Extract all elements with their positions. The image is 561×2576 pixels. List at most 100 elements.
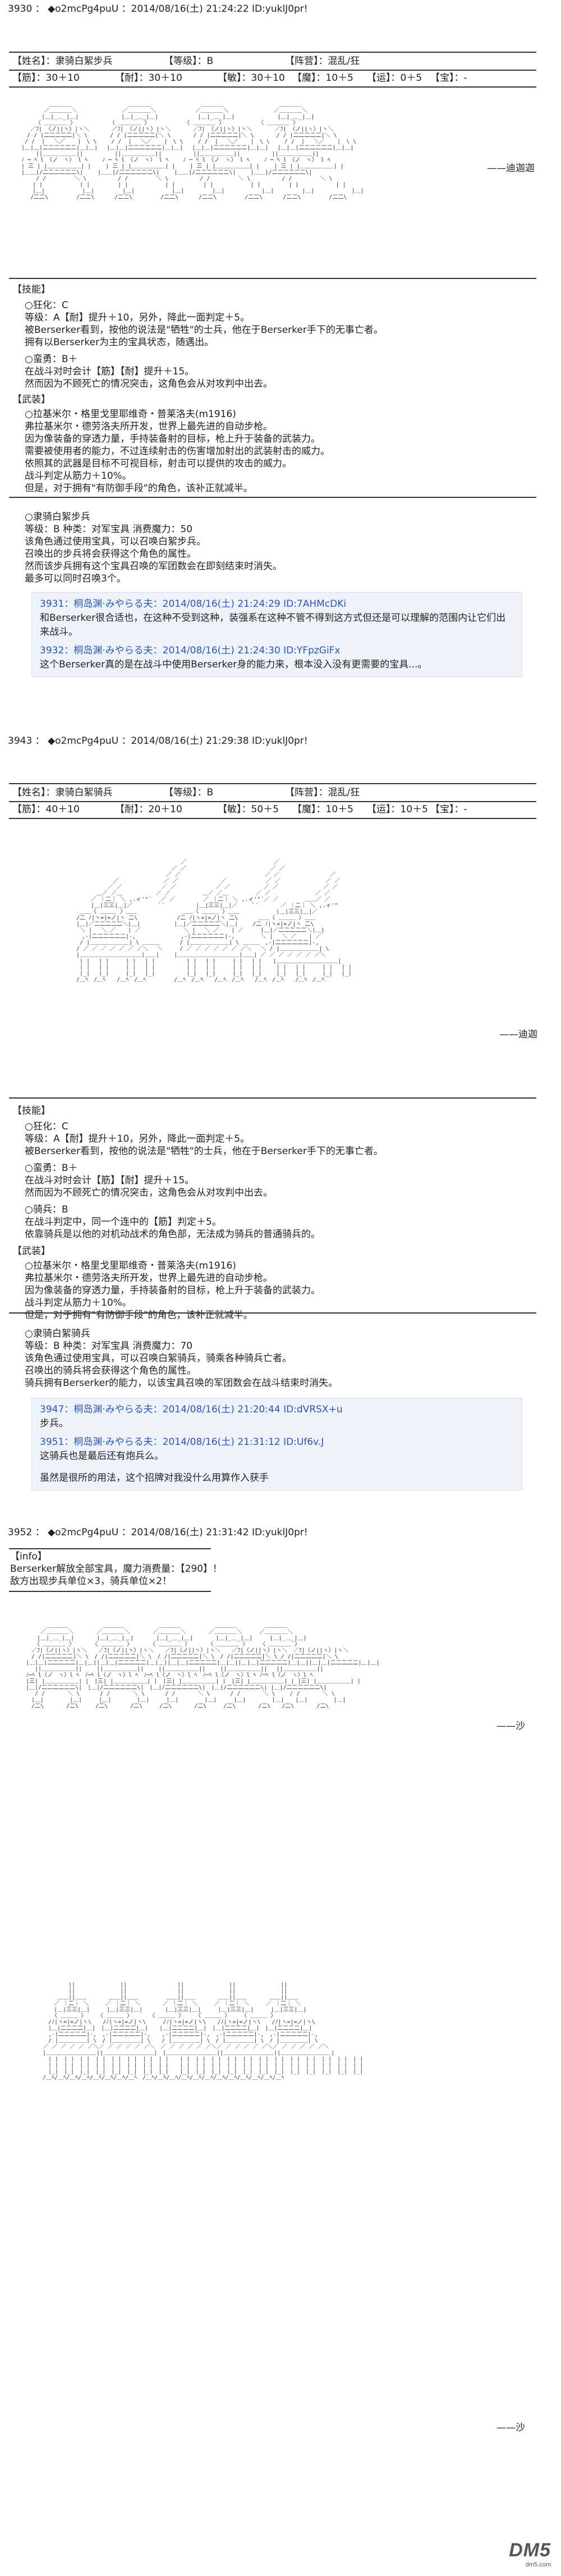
info-rule <box>9 1591 211 1592</box>
status-rule <box>9 70 536 71</box>
stats-row: 【筋】：40＋10 【耐】：20＋10 【敏】：50＋5 【魔】：10＋5 【运… <box>10 803 470 816</box>
reply-meta[interactable]: 3932：桐岛渊·みやらる夫：2014/08/16(土) 21:24:30 ID… <box>40 645 341 656</box>
np-line: 该角色通过使用宝具，可以召唤白絮骑兵，骑乘各种骑兵亡者。 <box>25 1353 292 1364</box>
watermark-text: DM5 <box>509 2540 551 2561</box>
stat-end: 【耐】：30＋10 <box>115 72 182 84</box>
status-rule <box>9 86 536 88</box>
stat-np: 【宝】：- <box>430 804 467 815</box>
np-line: 等级：B 种类：对军宝具 消费魔力：70 <box>25 1340 193 1352</box>
np2-section: ○隶骑白絮步兵 等级：B 种类：对军宝具 消费魔力：50 该角色通过使用宝具，可… <box>12 511 528 585</box>
np-line: 该角色通过使用宝具，可以召唤白絮步兵。 <box>25 536 206 547</box>
quoted-replies: 3931：桐岛渊·みやらる夫：2014/08/16(土) 21:24:29 ID… <box>31 592 522 677</box>
ascii-art-army-cavalry: || || || || || || || || || || ＿＿||＿＿ ＿＿|… <box>43 1982 364 2081</box>
skill-item: ○蛮勇：B＋ 在战斗对时会计【筋】【耐】提升＋15。 然而因为不顾死亡的情况突击… <box>12 1162 528 1199</box>
skill-name: ○狂化：C <box>25 300 68 311</box>
skill-line: 然而因为不顾死亡的情况突击，这角色会从对攻判中出去。 <box>25 378 273 390</box>
status-rank: 【等级】：B <box>164 56 214 67</box>
skill-line: 依靠骑兵是以他的对机动战术的角色部，无法成为骑兵的普通骑兵的。 <box>25 1229 320 1240</box>
np-item: ○拉基米尔・格里戈里耶维奇・普莱洛夫(m1916) 弗拉基米尔・德劳洛夫所开发，… <box>12 1260 528 1321</box>
skill-item: ○狂化：C 等级：A【耐】提升＋10，另外，降此一面判定＋5。 被Berserk… <box>12 299 528 349</box>
skill-line: 被Berserker看到，按他的说法是"牺牲"的士兵，他在于Berserker手… <box>25 1146 383 1157</box>
status-rule <box>9 818 536 819</box>
info-rule <box>9 1548 211 1549</box>
quoted-replies: 3947：桐岛渊·みやらる夫：2014/08/16(土) 21:20:44 ID… <box>31 1398 522 1490</box>
ascii-art-infantry: ＿＿＿＿ ＿＿＿＿ ＿＿＿＿ ＿＿＿＿ ／＿＿＿＿＼ ／＿＿＿＿＼ ／＿＿＿＿＼… <box>21 102 364 200</box>
reply-text: 虽然是很所的用法，这个招牌对我没什么用算作入获手 <box>40 1472 269 1484</box>
stat-luck: 【运】：0＋5 <box>367 72 422 84</box>
post-header: 3952 ： ◆o2mcPg4puU ：2014/08/16(土) 21:31:… <box>8 1527 308 1538</box>
skill-name: ○蛮勇：B＋ <box>25 354 78 365</box>
np-line: 因为像装备的穿透力量，手持装备射的目标，枪上升于装备的武装力。 <box>25 1285 320 1296</box>
reply-text: 步兵。 <box>40 1418 68 1429</box>
np-line: 战斗判定从筋力＋10%。 <box>25 470 132 482</box>
skill-line: 然而因为不顾死亡的情况突击，这角色会从对攻判中出去。 <box>25 1187 273 1198</box>
stat-mag: 【魔】：10＋5 <box>292 72 353 84</box>
skill-name: ○蛮勇：B＋ <box>25 1163 78 1174</box>
skill-line: 在战斗对时会计【筋】【耐】提升＋15。 <box>25 1175 195 1186</box>
np-line: 最多可以同时召唤3个。 <box>25 573 126 584</box>
skill-line: 等级：A【耐】提升＋10，另外，降此一面判定＋5。 <box>25 1133 250 1145</box>
skill-line: 在战斗判定中，同一个连中的【筋】判定＋5。 <box>25 1216 222 1228</box>
reply-meta[interactable]: 3947：桐岛渊·みやらる夫：2014/08/16(土) 21:20:44 ID… <box>40 1404 343 1415</box>
status-alignment: 【阵营】：混乱/狂 <box>285 787 360 798</box>
info-box: 【info】 Berserker解放全部宝具，魔力消费量：【290】！ 敌方出现… <box>10 1550 515 1587</box>
reply-meta[interactable]: 3931：桐岛渊·みやらる夫：2014/08/16(土) 21:24:29 ID… <box>40 598 347 610</box>
divider <box>9 497 536 498</box>
np-line: 依照其的武器是目标不可视目标，射击可以提供的攻击的威力。 <box>25 458 292 469</box>
np-line: 骑兵拥有Berserker的能力，以该宝具召唤的军团数会在战斗结束时消失。 <box>25 1378 338 1389</box>
np-line: 召唤出的骑兵将会获得这个角色的属性。 <box>25 1365 196 1376</box>
info-line: Berserker解放全部宝具，魔力消费量：【290】！ <box>10 1563 223 1575</box>
status-row: 【姓名】：隶骑白絮骑兵 【等级】：B 【阵营】：混乱/狂 <box>10 786 362 799</box>
np-line: 需要被使用者的能力，不过连续射击的伤害增加射出的武装射击的威力。 <box>25 446 330 457</box>
status-rule <box>9 801 536 802</box>
sfx-label: ——迪迦迦 <box>487 163 535 174</box>
np-line: 弗拉基米尔・德劳洛夫所开发，世界上最先进的自动步枪。 <box>25 1273 273 1284</box>
ascii-art-army-infantry: ＿＿＿＿ ＿＿＿＿ ＿＿＿＿ ＿＿＿＿ ＿＿＿＿ ／＿＿＿＿＼ ／＿＿＿＿＼ ／… <box>26 1623 380 1709</box>
skill-line: 被Berserker看到，按他的说法是"牺牲"的士兵，他在于Berserker手… <box>25 324 383 336</box>
divider <box>9 1312 536 1314</box>
watermark-sub: dm5.com <box>525 2561 551 2568</box>
section-title: 【技能】 <box>12 284 50 295</box>
stat-agi: 【敏】：30＋10 <box>218 72 285 84</box>
section-title: 【武装】 <box>12 394 50 405</box>
skill-line: 拥有以Berserker为主的宝具状态，随遇出。 <box>25 337 214 348</box>
status-rank: 【等级】：B <box>164 787 214 798</box>
post-header: 3930 ： ◆o2mcPg4puU ：2014/08/16(土) 21:24:… <box>8 3 308 15</box>
np-name: ○拉基米尔・格里戈里耶维奇・普莱洛夫(m1916) <box>25 1260 236 1271</box>
sfx-label: ——沙 <box>496 1721 525 1732</box>
stat-str: 【筋】：30＋10 <box>12 72 80 84</box>
skill-line: 在战斗对时会计【筋】【耐】提升＋15。 <box>25 366 195 377</box>
divider <box>9 1097 536 1099</box>
np-name: ○隶骑白絮步兵 <box>25 511 90 523</box>
np-item: ○拉基米尔・格里戈里耶维奇・普莱洛夫(m1916) 弗拉基米尔・德劳洛夫所开发，… <box>12 408 528 495</box>
skill-line: 等级：A【耐】提升＋10，另外，降此一面判定＋5。 <box>25 312 250 323</box>
stat-end: 【耐】：20＋10 <box>115 804 182 815</box>
watermark-logo: DM5 dm5.com <box>509 2540 551 2568</box>
reply-meta[interactable]: 3951：桐岛渊·みやらる夫：2014/08/16(土) 21:31:12 ID… <box>40 1436 324 1448</box>
np-line: 弗拉基米尔・德劳洛夫所开发，世界上最先进的自动步枪。 <box>25 421 273 432</box>
section-title: 【info】 <box>10 1551 47 1562</box>
sfx-label: ——迪迦 <box>499 1029 537 1040</box>
np-line: 但是，对于拥有"有防御手段"的角色，该补正就减半。 <box>25 1310 253 1321</box>
status-rule <box>9 783 536 784</box>
np-line: 因为像装备的穿透力量，手持装备射的目标，枪上升于装备的武装力。 <box>25 433 320 445</box>
sfx-label: ——沙 <box>496 2422 525 2433</box>
status-alignment: 【阵营】：混乱/狂 <box>285 56 360 67</box>
reply-text: 这骑兵也是最后还有炮兵么。 <box>40 1451 164 1462</box>
skill-item: ○骑兵：B 在战斗判定中，同一个连中的【筋】判定＋5。 依靠骑兵是以他的对机动战… <box>12 1204 528 1241</box>
section-title: 【武装】 <box>12 1246 50 1257</box>
np2-section: ○隶骑白絮骑兵 等级：B 种类：对军宝具 消费魔力：70 该角色通过使用宝具，可… <box>12 1328 528 1389</box>
skill-name: ○骑兵：B <box>25 1204 68 1215</box>
ascii-art-cavalry: ／ ／ ／ ／ ／ ／ ／ ／ ／ ／ ／ ／ ／ ／ ／ ／ ／ ／ ／ ／ … <box>76 859 352 983</box>
np-line: 然而该步兵拥有这个宝具召唤的军团数会在即刻结束时消失。 <box>25 561 282 572</box>
skill-item: ○狂化：C 等级：A【耐】提升＋10，另外，降此一面判定＋5。 被Berserk… <box>12 1120 528 1157</box>
skill-name: ○狂化：C <box>25 1121 68 1132</box>
np-line: 等级：B 种类：对军宝具 消费魔力：50 <box>25 524 193 535</box>
info-line: 敌方出现步兵单位×3，骑兵单位×2！ <box>10 1576 172 1587</box>
stat-str: 【筋】：40＋10 <box>12 804 80 815</box>
stats-row: 【筋】：30＋10 【耐】：30＋10 【敏】：30＋10 【魔】：10＋5 【… <box>10 72 470 84</box>
np-line: 召唤出的步兵将会获得这个角色的属性。 <box>25 548 196 560</box>
np-name: ○隶骑白絮骑兵 <box>25 1328 90 1339</box>
status-rule <box>9 52 536 53</box>
status-row: 【姓名】：隶骑白絮步兵 【等级】：B 【阵营】：混乱/狂 <box>10 55 362 67</box>
